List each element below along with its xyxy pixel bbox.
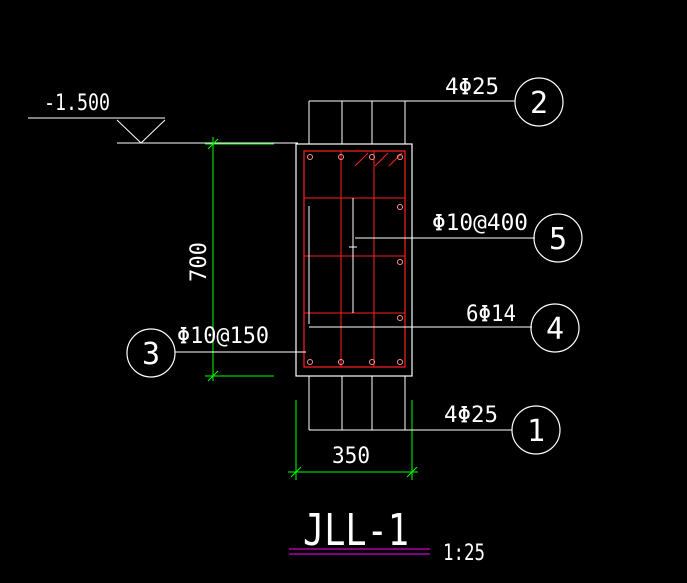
- rebar-dot: [307, 359, 313, 365]
- rebar-dot: [397, 154, 403, 160]
- rebar-dot: [369, 359, 375, 365]
- beam-section: [295, 101, 413, 430]
- dim-tick: [406, 466, 418, 478]
- callout-1: 1 4Φ25: [444, 403, 561, 455]
- elevation-label: -1.500: [44, 91, 110, 116]
- height-dimension: [205, 137, 274, 382]
- dim-tick: [207, 370, 219, 382]
- rebar-dot: [397, 204, 403, 210]
- dim-tick: [290, 466, 302, 478]
- width-dimension: [288, 400, 418, 480]
- callout-3: 3 Φ10@150: [126, 324, 269, 378]
- title-block: JLL-1 1:25: [289, 505, 485, 566]
- callout-label: 4Φ25: [445, 75, 499, 100]
- dim-tick: [207, 138, 219, 150]
- callout-label: Φ10@400: [432, 211, 528, 236]
- callout-circle: [511, 405, 561, 455]
- rebar-dots: [307, 154, 403, 365]
- callout-circle: [514, 77, 564, 127]
- callout-circle: [530, 303, 580, 353]
- rebar-dot: [397, 315, 403, 321]
- rebar-dot: [397, 359, 403, 365]
- callout-circle: [533, 213, 583, 263]
- callout-number: 3: [142, 337, 160, 372]
- rebar-dot: [338, 359, 344, 365]
- leaders: [175, 100, 535, 431]
- elevation-triangle: [116, 119, 166, 144]
- rebar-dot: [369, 154, 375, 160]
- section-title: JLL-1: [303, 505, 409, 556]
- hook: [374, 152, 389, 167]
- elevation-marker: -1.500: [28, 91, 298, 144]
- width-label: 350: [332, 444, 370, 469]
- rebar-dot: [338, 154, 344, 160]
- callout-number: 1: [527, 414, 545, 449]
- beam-outline: [295, 143, 413, 377]
- callout-circle: [126, 328, 176, 378]
- height-label: 700: [187, 242, 212, 282]
- callout-number: 5: [549, 222, 567, 257]
- callout-label: 6Φ14: [466, 302, 516, 327]
- callout-4: 4 6Φ14: [466, 302, 580, 353]
- outer-stirrup: [303, 150, 406, 368]
- callout-label: Φ10@150: [177, 324, 269, 349]
- callout-label: 4Φ25: [444, 403, 498, 428]
- callout-number: 2: [530, 86, 548, 121]
- rebar-dot: [307, 154, 313, 160]
- callout-5: 5 Φ10@400: [432, 211, 583, 263]
- callout-2: 2 4Φ25: [445, 75, 564, 127]
- hook: [388, 152, 403, 167]
- rebar-dot: [397, 259, 403, 265]
- scale-label: 1:25: [443, 541, 485, 566]
- hook: [354, 152, 369, 167]
- callout-number: 4: [546, 312, 564, 347]
